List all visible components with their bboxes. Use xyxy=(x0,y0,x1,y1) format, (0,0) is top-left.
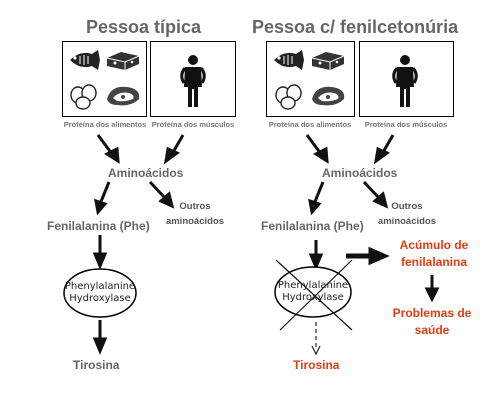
problems-line: Problemas de xyxy=(392,306,472,320)
arrowhead xyxy=(92,337,108,355)
enzyme-label: Phenylalanine Hydroxylase xyxy=(276,280,350,304)
arrowhead xyxy=(163,146,180,165)
food-protein-panel xyxy=(266,41,355,117)
amino-acids-label: Aminoácidos xyxy=(322,166,398,180)
arrow-amino-to-phe xyxy=(312,181,325,205)
arrow-amino-to-phe xyxy=(98,181,111,205)
arrow-food-to-amino xyxy=(96,134,114,155)
arrowhead xyxy=(308,253,324,271)
caption-food-protein: Proteína dos alimentos xyxy=(63,120,147,129)
arrowhead xyxy=(311,345,321,356)
arrowhead xyxy=(368,246,390,266)
tyrosine-label: Tirosina xyxy=(293,358,340,372)
other-amino-label: Outros aminoácidos xyxy=(160,199,230,229)
arrowhead xyxy=(312,146,329,164)
arrow-food-to-amino xyxy=(305,134,323,155)
other-amino-label: Outros aminoácidos xyxy=(372,199,442,229)
arrowhead xyxy=(92,252,108,270)
enzyme-ellipse xyxy=(63,268,137,318)
enzyme-line: Phenylalanine xyxy=(277,280,349,291)
phenylalanine-accumulation-label: Acúmulo de fenilalanina xyxy=(392,237,476,271)
food-protein-panel xyxy=(62,41,147,117)
muscle-protein-panel xyxy=(150,41,236,117)
phenylalanine-label: Fenilalanina (Phe) xyxy=(261,219,364,233)
enzyme-line: Hydroxylase xyxy=(282,292,344,303)
enzyme-line: Phenylalanine xyxy=(64,281,136,292)
health-problems-label: Problemas de saúde xyxy=(390,305,474,339)
right-title: Pessoa c/ fenilcetonúria xyxy=(252,17,459,37)
muscle-protein-panel xyxy=(359,41,454,117)
accumulation-line: fenilalanina xyxy=(400,255,468,269)
cross-out-line xyxy=(275,259,353,331)
other-amino-line: Outros xyxy=(391,201,423,212)
accumulation-line: Acúmulo de xyxy=(399,238,469,252)
left-title: Pessoa típica xyxy=(86,17,202,37)
enzyme-label: Phenylalanine Hydroxylase xyxy=(64,281,136,305)
arrowhead xyxy=(424,287,440,303)
other-amino-line: Outros xyxy=(179,201,211,212)
arrowhead xyxy=(308,198,322,216)
cross-out-line xyxy=(279,259,353,331)
phenylalanine-label: Fenilalanina (Phe) xyxy=(47,219,150,233)
arrowhead xyxy=(103,146,120,164)
other-amino-line: aminoácidos xyxy=(165,216,225,227)
enzyme-line: Hydroxylase xyxy=(69,293,131,304)
problems-line: saúde xyxy=(414,323,450,337)
arrowhead xyxy=(373,146,390,165)
caption-muscle-protein: Proteína dos músculos xyxy=(151,120,235,129)
arrowhead xyxy=(158,191,175,209)
arrow-amino-to-other xyxy=(362,180,381,200)
caption-food-protein: Proteína dos alimentos xyxy=(268,120,352,129)
tyrosine-label: Tirosina xyxy=(73,358,120,372)
arrowhead xyxy=(94,198,108,216)
amino-acids-label: Aminoácidos xyxy=(108,166,184,180)
caption-muscle-protein: Proteína dos músculos xyxy=(364,120,448,129)
arrowhead xyxy=(372,191,389,209)
other-amino-line: aminoácidos xyxy=(377,216,437,227)
arrow-amino-to-other xyxy=(148,180,167,200)
